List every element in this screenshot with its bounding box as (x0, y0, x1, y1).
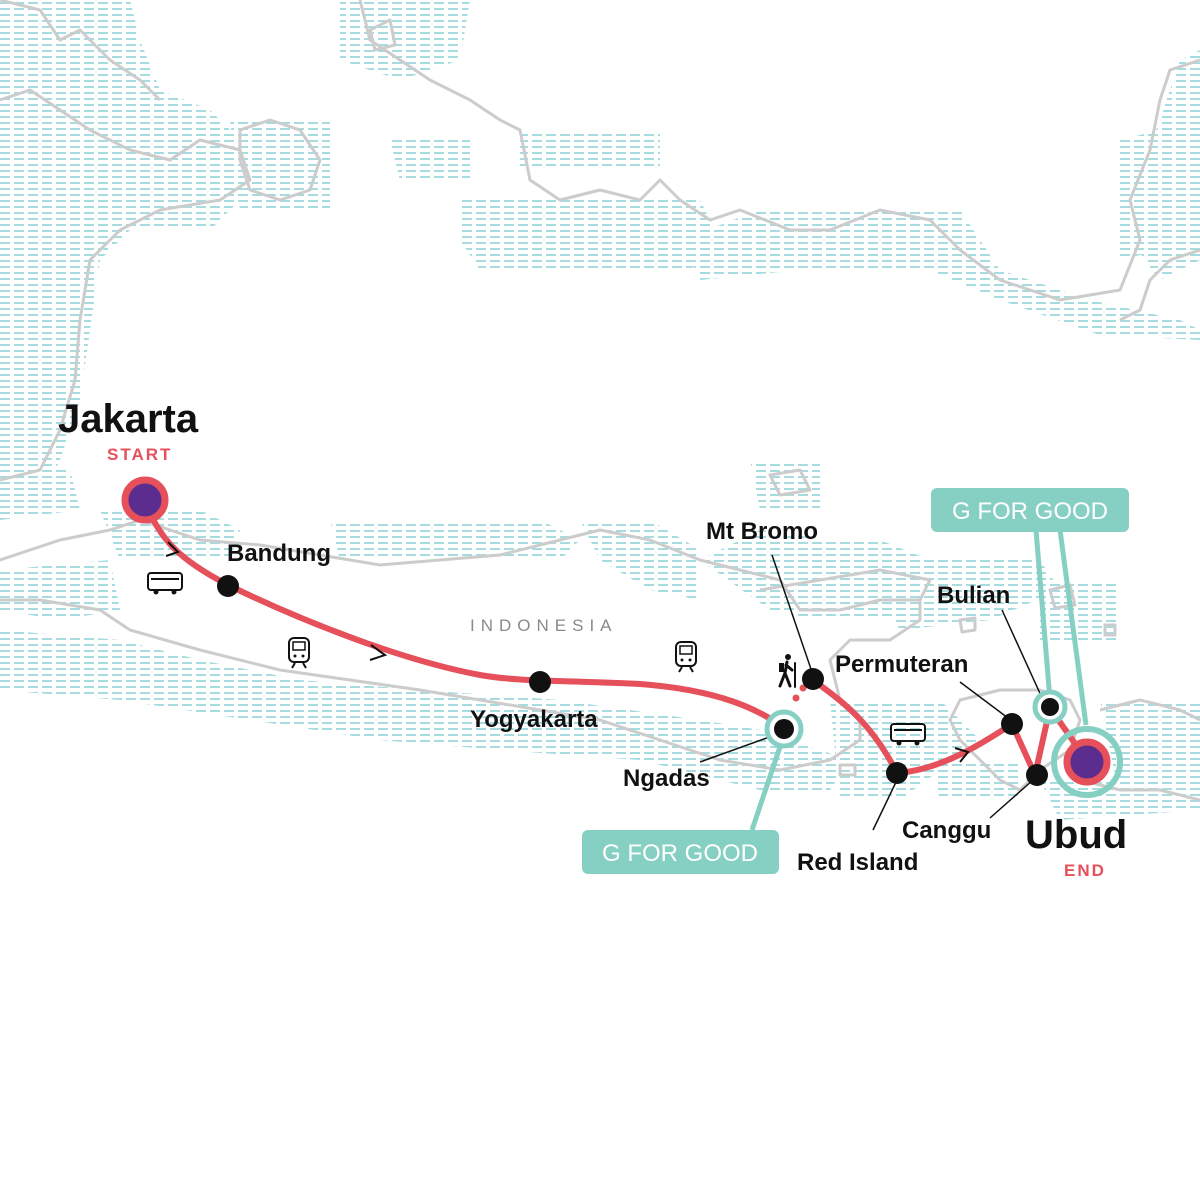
end-tag: END (1064, 861, 1106, 880)
end-marker[interactable] (1051, 726, 1123, 798)
stop-marker-red-island[interactable] (886, 762, 908, 784)
stop-marker-canggu[interactable] (1026, 764, 1048, 786)
coastlines (0, 0, 1200, 802)
country-label: INDONESIA (470, 616, 618, 635)
gforgood-badge-east[interactable]: G FOR GOOD (931, 488, 1129, 532)
leader-lines (699, 554, 1044, 831)
bus-icon (147, 572, 183, 595)
start-city-label: Jakarta (58, 397, 199, 441)
stop-label-yogyakarta: Yogyakarta (470, 706, 598, 733)
water-hatching (0, 0, 1200, 820)
stop-label-bulian: Bulian (937, 582, 1010, 609)
gforgood-connectors (749, 529, 1089, 831)
stop-marker-permuteran[interactable] (1001, 713, 1023, 735)
start-marker[interactable] (121, 476, 169, 524)
gforgood-badge-west[interactable]: G FOR GOOD (582, 830, 779, 874)
train-icon (675, 641, 697, 673)
stop-label-permuteran: Permuteran (835, 651, 968, 678)
stop-marker-bandung[interactable] (217, 575, 239, 597)
end-city-label: Ubud (1025, 813, 1127, 857)
train-icon (288, 637, 310, 669)
stop-label-red-island: Red Island (797, 849, 918, 876)
stop-marker-ngadas[interactable] (764, 709, 804, 749)
gforgood-badge-text: G FOR GOOD (602, 840, 758, 867)
stop-label-bandung: Bandung (227, 540, 331, 567)
bus-icon (890, 723, 926, 746)
stop-label-ngadas: Ngadas (623, 765, 710, 792)
gforgood-badge-text: G FOR GOOD (952, 498, 1108, 525)
stop-marker-yogyakarta[interactable] (529, 671, 551, 693)
stop-label-canggu: Canggu (902, 817, 991, 844)
start-tag: START (107, 445, 172, 464)
direction-arrow (165, 541, 180, 557)
direction-arrow (954, 747, 970, 763)
direction-arrow (369, 644, 388, 661)
stop-label-mt-bromo: Mt Bromo (706, 518, 818, 545)
stop-marker-mt-bromo[interactable] (802, 668, 824, 690)
hiking-icon (778, 654, 796, 688)
stop-marker-bulian[interactable] (1032, 689, 1068, 725)
